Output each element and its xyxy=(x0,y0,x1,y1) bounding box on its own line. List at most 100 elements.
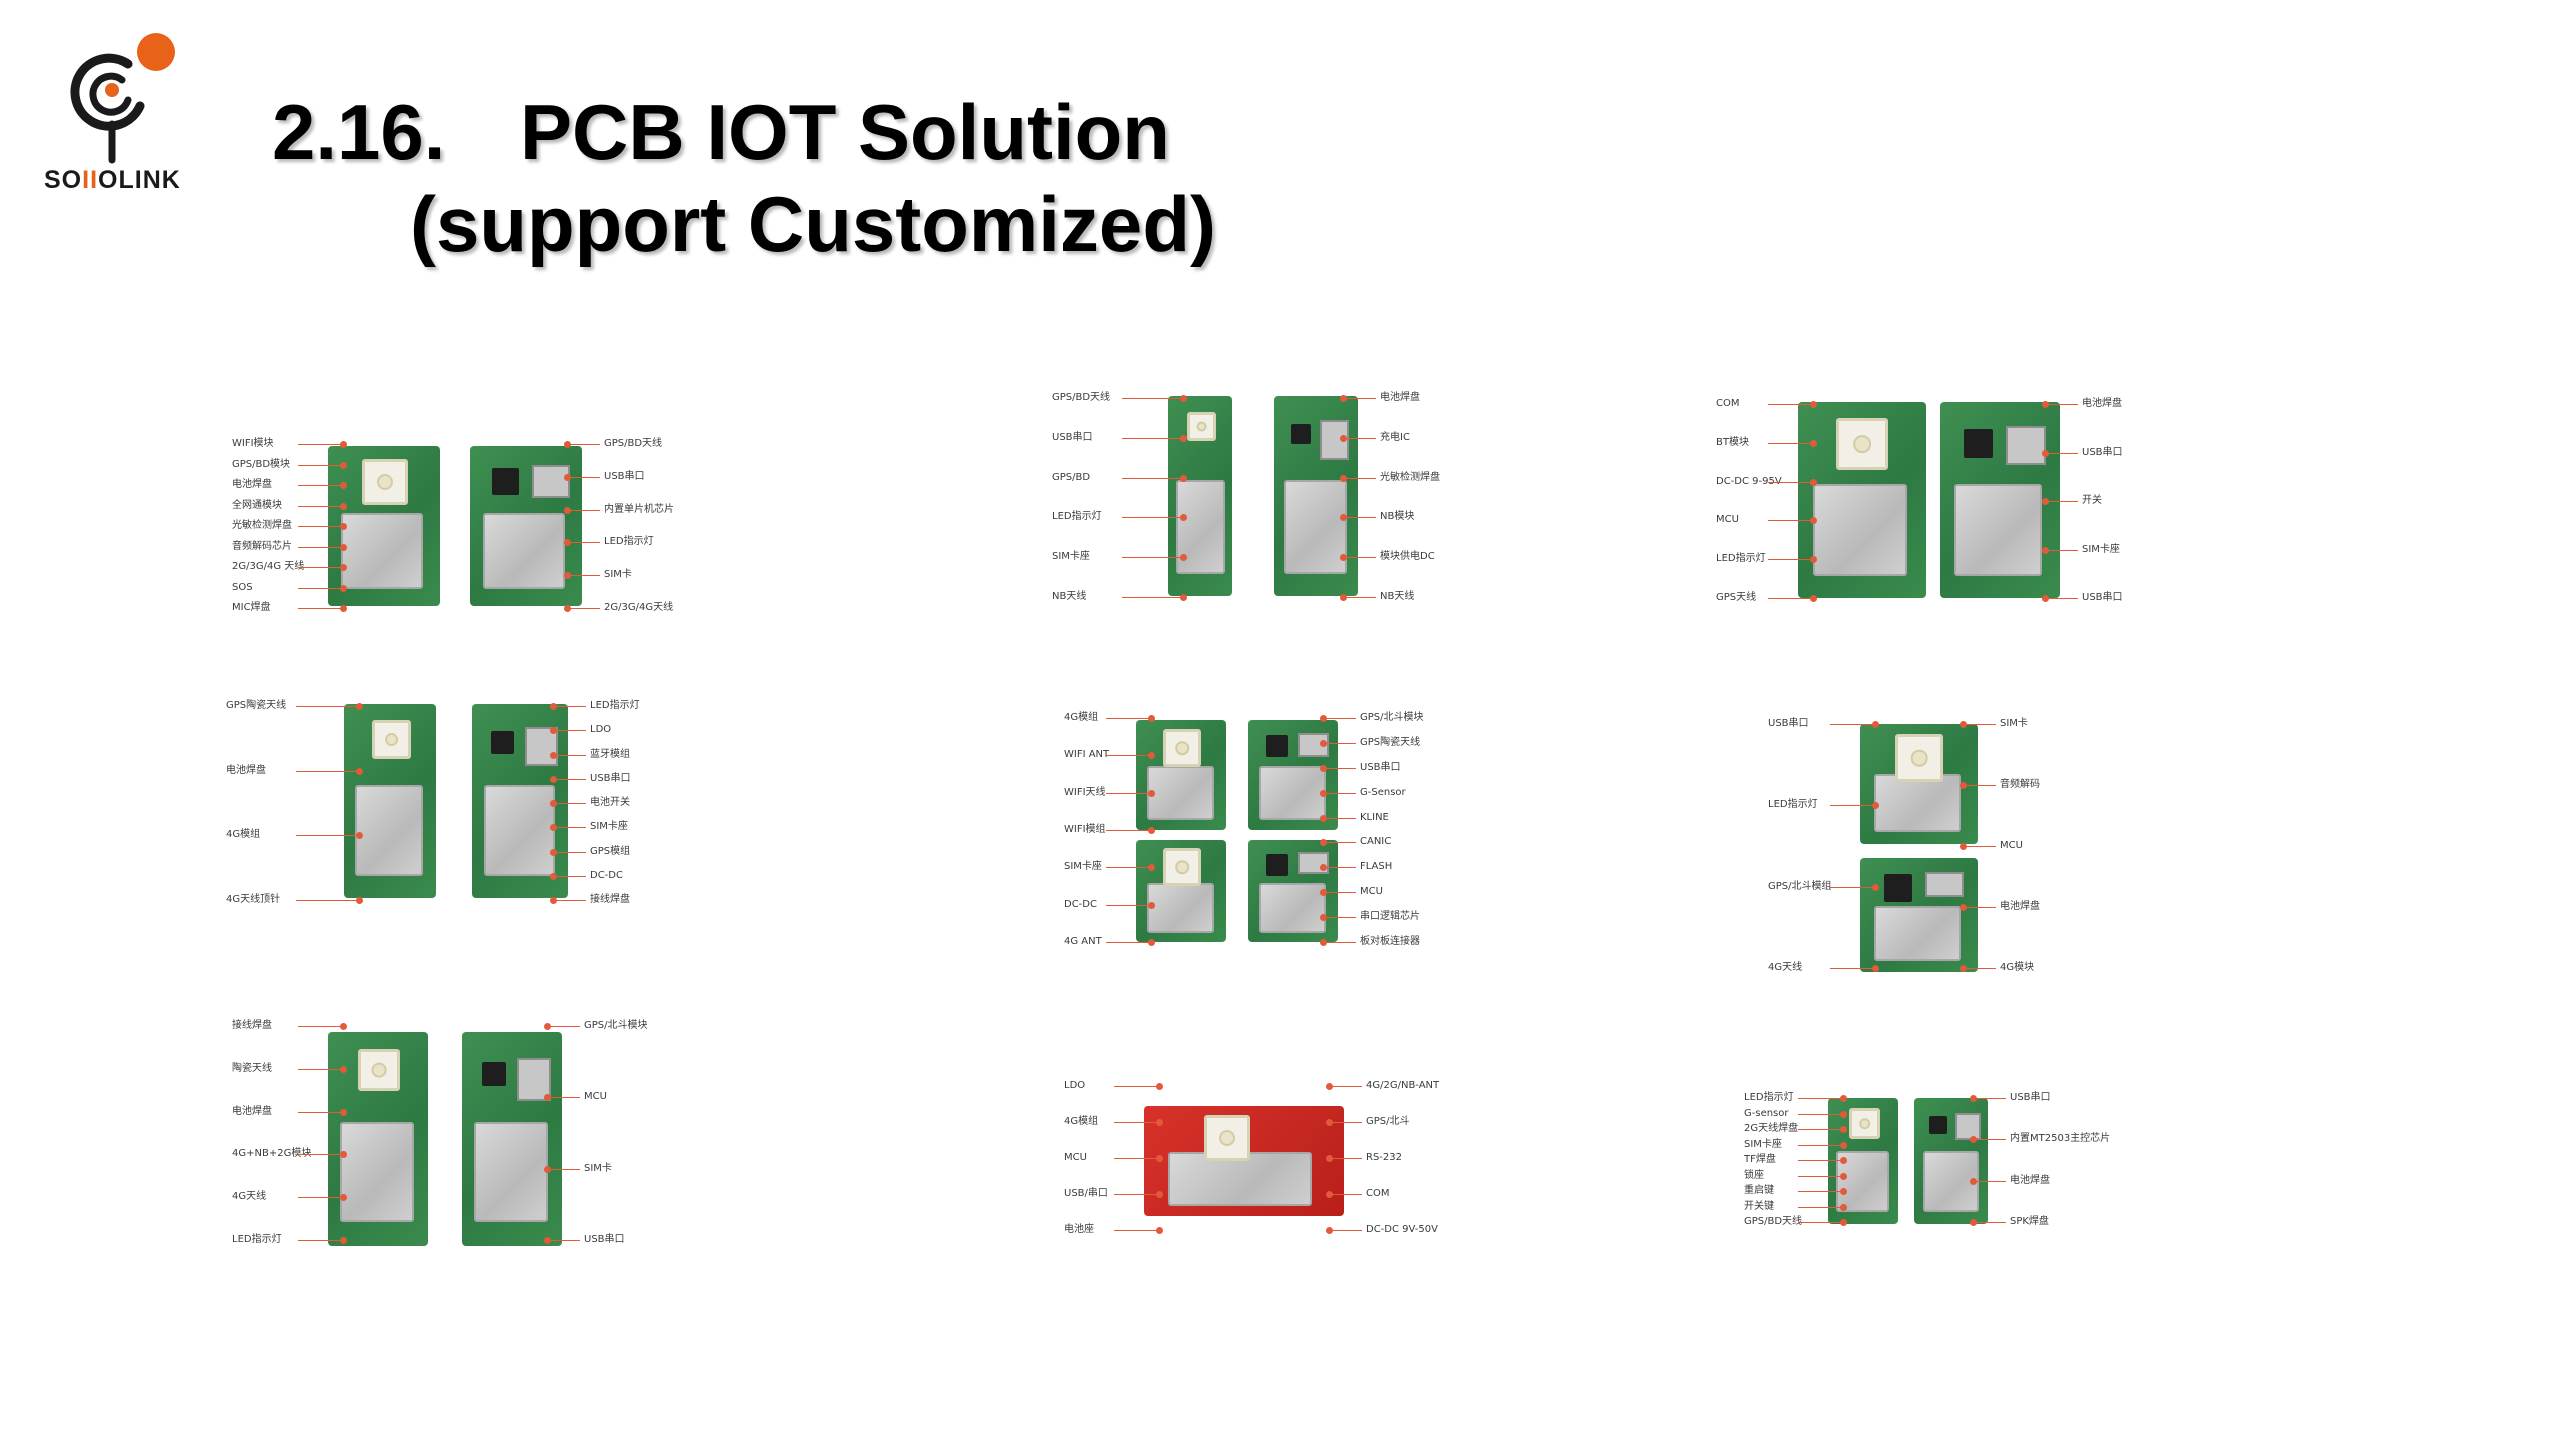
pcb-board-image xyxy=(470,446,582,606)
callout-leader-line xyxy=(298,444,342,445)
callout-label: 内置MT2503主控芯片 xyxy=(2010,1133,2111,1145)
callout-dot xyxy=(550,800,557,807)
callout-dot xyxy=(1320,789,1327,797)
callout-dot xyxy=(1326,1155,1333,1162)
callout-leader-line xyxy=(1106,942,1150,943)
callout-leader-line xyxy=(1106,904,1150,906)
callout-label: WIFI模块 xyxy=(232,438,274,449)
callout-leader-line xyxy=(2046,404,2078,405)
callout-dot xyxy=(340,605,347,612)
callout-dot xyxy=(544,1094,551,1102)
callout-leader-line xyxy=(1106,830,1150,831)
callout-leader-line xyxy=(1344,597,1376,598)
callout-dot xyxy=(1960,904,1967,911)
callout-dot xyxy=(340,1151,347,1159)
pcb-board-image xyxy=(472,704,568,898)
callout-label: 锁座 xyxy=(1744,1169,1764,1181)
callout-dot xyxy=(2042,498,2049,505)
pcb-board-image xyxy=(1144,1106,1344,1216)
callout-leader-line xyxy=(554,900,586,901)
callout-leader-line xyxy=(1798,1191,1842,1192)
gps-antenna xyxy=(1849,1108,1880,1139)
title-line-2: (support Customized) xyxy=(410,180,1216,268)
gps-antenna xyxy=(362,459,408,505)
callout-dot xyxy=(1872,883,1879,891)
callout-dot xyxy=(1180,395,1187,402)
callout-leader-line xyxy=(298,1068,342,1070)
callout-leader-line xyxy=(1114,1122,1158,1123)
callout-label: GPS/BD天线 xyxy=(604,438,663,449)
callout-leader-line xyxy=(548,1240,580,1241)
callout-dot xyxy=(1148,901,1155,909)
module-shield xyxy=(483,513,565,589)
module-shield xyxy=(1147,766,1214,820)
callout-dot xyxy=(1810,517,1817,525)
callout-label: 4G+NB+2G模块 xyxy=(232,1148,312,1160)
callout-dot xyxy=(1970,1136,1977,1144)
callout-dot xyxy=(1840,1095,1847,1102)
callout-label: 充电IC xyxy=(1380,431,1410,443)
callout-dot xyxy=(1840,1157,1847,1164)
callout-leader-line xyxy=(1974,1180,2006,1182)
callout-dot xyxy=(2042,401,2049,408)
callout-leader-line xyxy=(298,464,342,466)
callout-label: G-Sensor xyxy=(1360,786,1406,798)
callout-label: 2G天线焊盘 xyxy=(1744,1123,1799,1134)
brand-name: SOIIOLINK xyxy=(44,166,181,194)
callout-label: 电池开关 xyxy=(590,797,630,808)
module-shield xyxy=(341,513,423,589)
callout-leader-line xyxy=(1324,792,1356,794)
callout-label: GPS陶瓷天线 xyxy=(1360,736,1421,748)
callout-leader-line xyxy=(1964,968,1996,969)
callout-label: 内置单片机芯片 xyxy=(604,503,674,515)
callout-label: GPS天线 xyxy=(1716,592,1757,603)
callout-leader-line xyxy=(296,835,358,837)
callout-label: 音频解码芯片 xyxy=(232,540,292,552)
gps-antenna xyxy=(1163,848,1201,886)
callout-dot xyxy=(1148,715,1155,722)
callout-dot xyxy=(550,872,557,880)
callout-dot xyxy=(1840,1172,1847,1180)
callout-dot xyxy=(340,1237,347,1244)
callout-leader-line xyxy=(1830,724,1874,725)
callout-dot xyxy=(1180,434,1187,442)
callout-leader-line xyxy=(1114,1230,1158,1231)
callout-leader-line xyxy=(1798,1098,1842,1099)
callout-label: 4G/2G/NB-ANT xyxy=(1366,1080,1440,1091)
module-shield xyxy=(1284,480,1347,574)
callout-label: SIM卡 xyxy=(2000,718,2028,729)
callout-label: 接线焊盘 xyxy=(590,894,630,905)
callout-dot xyxy=(340,1023,347,1030)
pcb-board-image xyxy=(462,1032,562,1246)
sim-slot xyxy=(2006,426,2046,465)
callout-label: 电池焊盘 xyxy=(2010,1174,2050,1186)
callout-label: LED指示灯 xyxy=(604,536,654,548)
callout-leader-line xyxy=(298,1154,342,1156)
callout-label: CANIC xyxy=(1360,836,1392,848)
callout-dot xyxy=(550,703,557,710)
callout-leader-line xyxy=(296,900,358,901)
callout-leader-line xyxy=(1768,404,1812,405)
callout-leader-line xyxy=(2046,501,2078,502)
callout-leader-line xyxy=(1768,598,1812,599)
callout-dot xyxy=(356,767,363,775)
callout-label: 电池焊盘 xyxy=(226,764,266,776)
callout-label: SIM卡座 xyxy=(590,821,628,833)
callout-label: 电池焊盘 xyxy=(232,1105,272,1117)
callout-dot xyxy=(356,832,363,840)
callout-dot xyxy=(1320,715,1327,722)
callout-label: USB串口 xyxy=(1052,431,1093,443)
callout-dot xyxy=(1340,474,1347,482)
module-shield xyxy=(1874,906,1961,961)
callout-leader-line xyxy=(568,444,600,445)
mcu-chip xyxy=(482,1062,506,1086)
callout-leader-line xyxy=(1324,842,1356,844)
callout-leader-line xyxy=(554,706,586,707)
module-shield xyxy=(355,785,423,876)
